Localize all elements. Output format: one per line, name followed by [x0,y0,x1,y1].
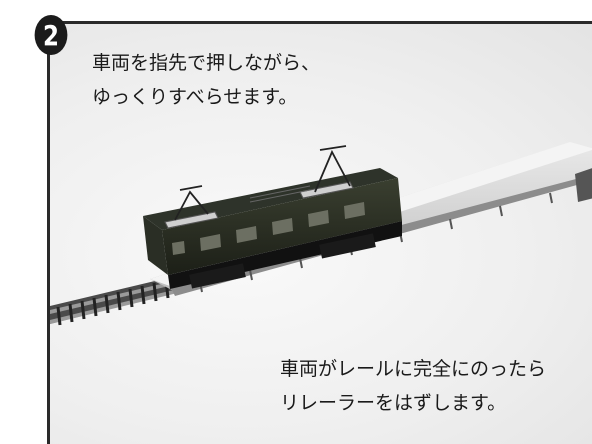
rail-track [50,275,200,326]
locomotive [143,145,402,289]
train-rerailer-photo [50,142,592,326]
caption-bottom-line-1: 車両がレールに完全にのったら [280,358,547,380]
instruction-caption-bottom: 車両がレールに完全にのったら リレーラーをはずします。 [280,352,546,420]
caption-top-line-2: ゆっくりすべらせます。 [92,86,298,108]
step-number-badge: 2 [34,15,68,55]
step-number: 2 [43,18,59,52]
instruction-caption-top: 車両を指先で押しながら、 ゆっくりすべらせます。 [92,46,320,114]
photo-frame [47,21,592,444]
caption-bottom-line-2: リレーラーをはずします。 [280,392,507,414]
caption-top-line-1: 車両を指先で押しながら、 [92,52,321,74]
